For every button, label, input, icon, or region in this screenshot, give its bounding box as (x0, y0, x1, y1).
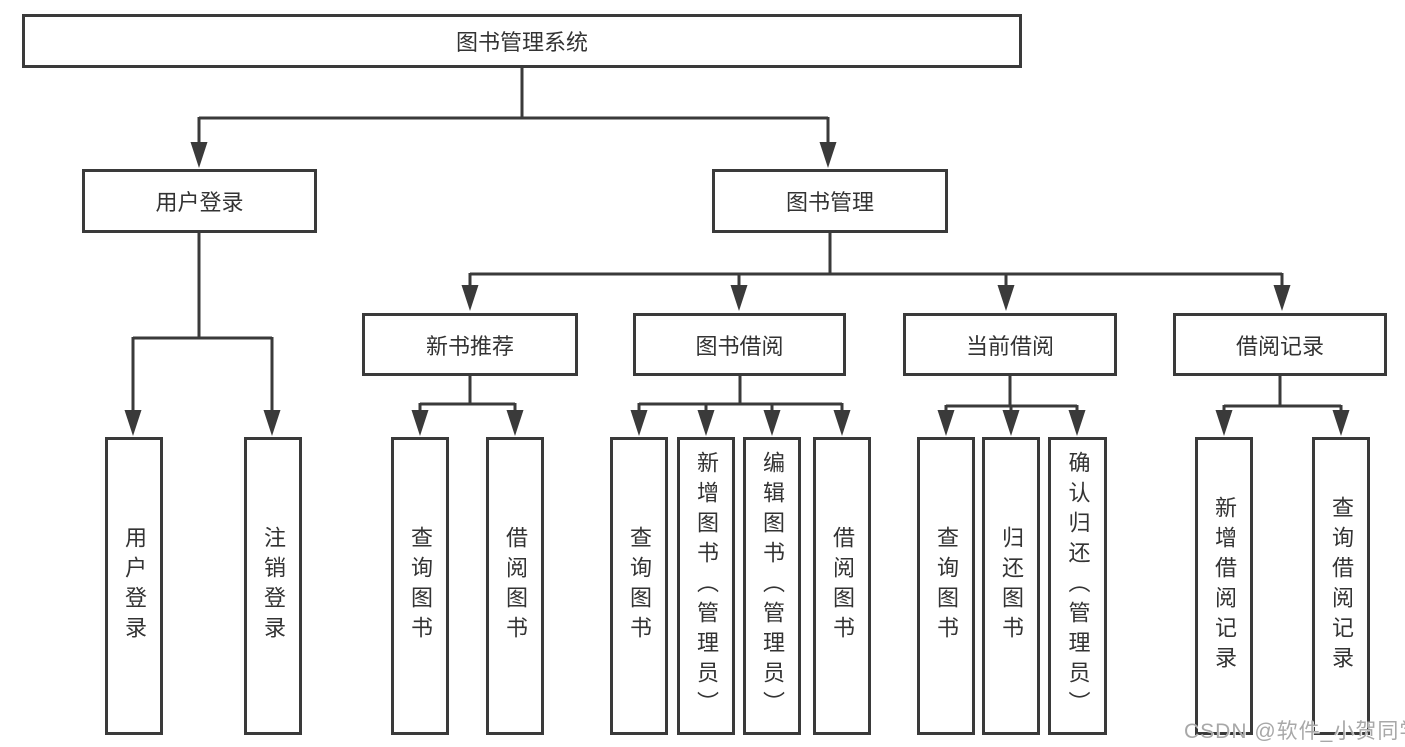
node-new-book-recommend: 新书推荐 (362, 313, 578, 376)
csdn-watermark: CSDN @软件_小贺同学 (1184, 720, 1405, 743)
leaf-user-login: 用户登录 (105, 437, 163, 735)
arrowheads (124, 142, 1350, 436)
node-user-login: 用户登录 (82, 169, 317, 233)
leaf-borrow-query: 查询图书 (610, 437, 668, 735)
node-new-book-recommend-label: 新书推荐 (425, 333, 514, 359)
node-book-borrow-label: 图书借阅 (695, 333, 784, 359)
leaf-current-query: 查询图书 (917, 437, 975, 735)
leaf-logout-login: 注销登录 (244, 437, 302, 735)
leaf-records-add-label: 新增借阅记录 (1212, 496, 1237, 676)
leaf-records-query-label: 查询借阅记录 (1329, 496, 1354, 676)
node-root-system: 图书管理系统 (22, 14, 1022, 68)
leaf-records-add: 新增借阅记录 (1195, 437, 1253, 735)
leaf-newbook-query: 查询图书 (391, 437, 449, 735)
node-borrow-records-label: 借阅记录 (1235, 333, 1324, 359)
leaf-borrow-query-label: 查询图书 (627, 526, 652, 646)
leaf-records-query: 查询借阅记录 (1312, 437, 1370, 735)
leaf-newbook-borrow: 借阅图书 (486, 437, 544, 735)
node-user-login-label: 用户登录 (155, 190, 244, 215)
leaf-current-query-label: 查询图书 (934, 526, 959, 646)
leaf-current-confirm-admin: 确认归还（管理员） (1048, 437, 1107, 735)
leaf-logout-login-label: 注销登录 (261, 526, 286, 646)
node-book-borrow: 图书借阅 (633, 313, 846, 376)
leaf-borrow-add-admin: 新增图书（管理员） (677, 437, 735, 735)
leaf-current-return-label: 归还图书 (999, 526, 1024, 646)
leaf-borrow-edit-admin: 编辑图书（管理员） (743, 437, 801, 735)
leaf-user-login-label: 用户登录 (122, 526, 147, 646)
leaf-borrow-book-label: 借阅图书 (830, 526, 855, 646)
leaf-current-confirm-admin-label: 确认归还（管理员） (1065, 451, 1091, 721)
leaf-newbook-borrow-label: 借阅图书 (503, 526, 528, 646)
node-book-management-label: 图书管理 (785, 190, 874, 215)
leaf-borrow-add-admin-label: 新增图书（管理员） (694, 451, 719, 721)
node-root-label: 图书管理系统 (455, 30, 588, 55)
leaf-current-return: 归还图书 (982, 437, 1040, 735)
leaf-newbook-query-label: 查询图书 (408, 526, 433, 646)
leaf-borrow-edit-admin-label: 编辑图书（管理员） (760, 451, 785, 721)
node-borrow-records: 借阅记录 (1173, 313, 1387, 376)
leaf-borrow-book: 借阅图书 (813, 437, 871, 735)
node-book-management: 图书管理 (712, 169, 948, 233)
node-current-borrow: 当前借阅 (903, 313, 1117, 376)
node-current-borrow-label: 当前借阅 (965, 333, 1054, 359)
